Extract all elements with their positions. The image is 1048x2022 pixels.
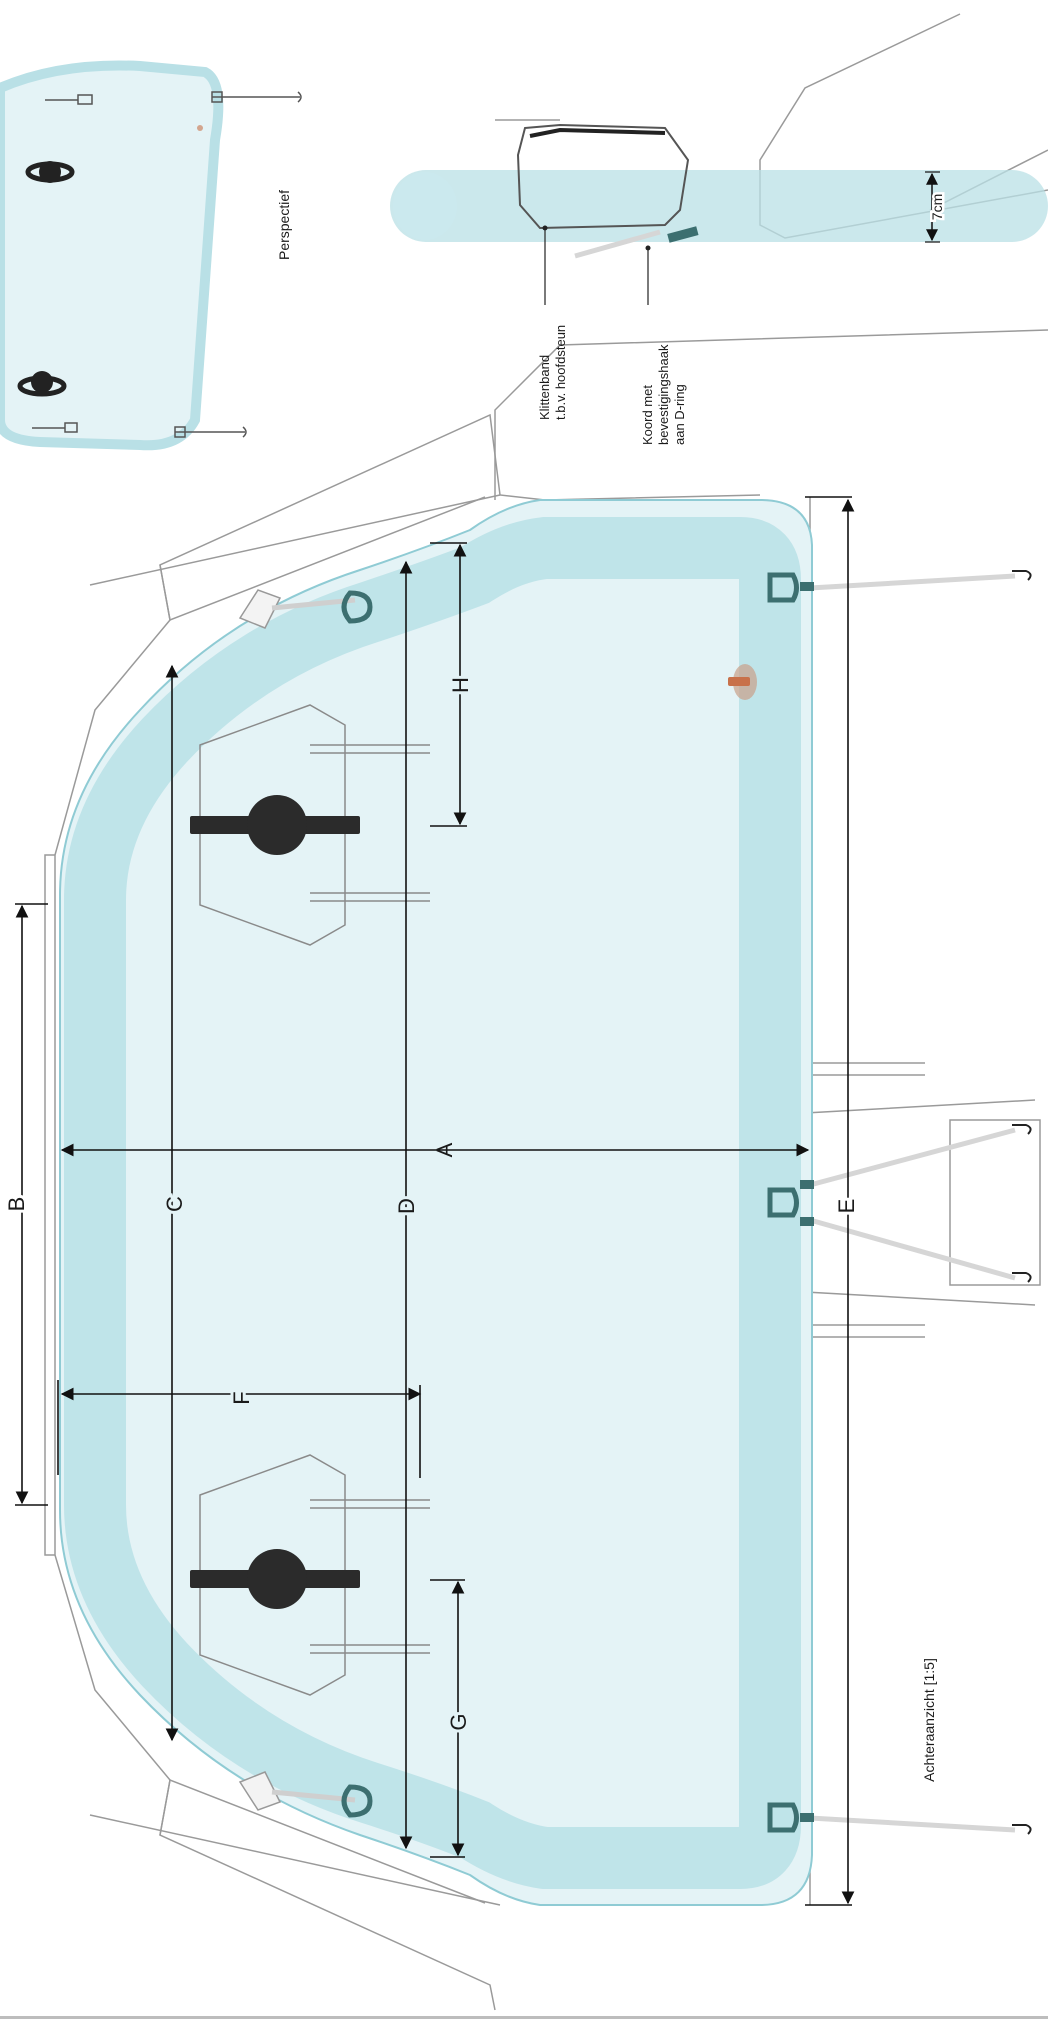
side-detail	[390, 13, 1048, 500]
headrest-icon	[190, 795, 360, 855]
cord-label-line3: aan D-ring	[672, 384, 687, 445]
d-ring-icon	[341, 572, 799, 1833]
rear-view	[15, 413, 1041, 2011]
dimension-label-c: C	[162, 1196, 187, 1212]
velcro-label-line2: t.b.v. hoofdsteun	[553, 325, 568, 420]
page-bottom-rule	[0, 2016, 1048, 2019]
headrest-icon	[190, 1549, 360, 1609]
dimension-label-b: B	[4, 1197, 29, 1212]
valve-icon	[728, 664, 757, 700]
perspective-view	[0, 60, 302, 451]
dimension-label-e: E	[834, 1199, 859, 1214]
rear-view-label: Achteraanzicht [1:5]	[921, 1658, 937, 1782]
cord-label-line2: bevestigingshaak	[656, 344, 671, 445]
width-7cm-label: 7cm	[929, 194, 945, 220]
velcro-label-line1: Klittenband	[537, 355, 552, 420]
hook-icon	[800, 570, 1032, 1835]
headrest-icon	[25, 161, 75, 183]
perspective-label: Perspectief	[276, 190, 292, 260]
cord-label-line1: Koord met	[640, 385, 655, 445]
headrest-icon	[17, 371, 67, 397]
dimension-label-g: G	[446, 1713, 471, 1730]
dimension-label-h: H	[448, 677, 473, 693]
dimension-label-d: D	[394, 1198, 419, 1214]
dimension-label-f: F	[229, 1391, 254, 1404]
dimension-label-a: A	[432, 1142, 457, 1157]
